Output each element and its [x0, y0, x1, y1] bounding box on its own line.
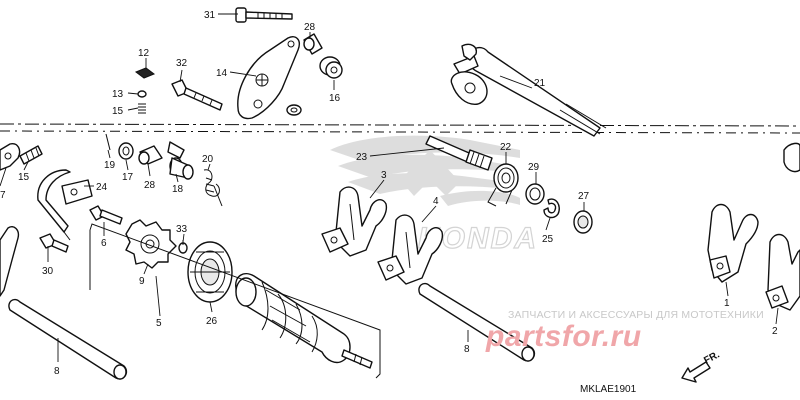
diagram-code: MKLAE1901: [580, 384, 637, 395]
part-27-oil-seal: [573, 210, 593, 234]
callout-8: 8: [464, 344, 470, 355]
callout-numbers: 31 28 12 32 14 16 13 15 21 19 17 28 18 2…: [0, 10, 778, 377]
part-17-washer: [118, 142, 134, 160]
callout-22: 22: [500, 142, 512, 153]
callout-30: 30: [42, 266, 54, 277]
part-7-shift-drum-cam: [0, 143, 21, 171]
part-16-bush: [319, 56, 343, 79]
callout-2: 2: [772, 326, 778, 337]
part-8-fork-shaft-right: [418, 282, 536, 362]
part-29-washer: [525, 183, 545, 205]
part-9-shift-drum-center: [125, 219, 177, 269]
part-15-spring-upper: [138, 103, 146, 114]
callout-20: 20: [202, 154, 214, 165]
callout-4: 4: [433, 196, 439, 207]
callout-9: 9: [139, 276, 145, 287]
callout-24: 24: [96, 182, 108, 193]
callout-15: 15: [112, 106, 124, 117]
direction-label: FR.: [702, 349, 722, 366]
front-direction-arrow: FR.: [681, 349, 722, 383]
partsfor-watermark: ЗАПЧАСТИ И АКСЕССУАРЫ ДЛЯ МОТОТЕХНИКИ pa…: [485, 309, 764, 353]
part-3-shift-fork: [321, 186, 388, 257]
callout-1: 1: [724, 298, 730, 309]
part-25-circlip: [543, 198, 560, 219]
callout-18: 18: [172, 184, 184, 195]
leader-lines: [0, 13, 779, 362]
part-31-bolt: [235, 7, 293, 23]
callout-7: 7: [0, 190, 6, 201]
part-1-shift-fork: [707, 203, 759, 283]
callout-14: 14: [216, 68, 228, 79]
part-18-drum-stopper-arm: [167, 141, 194, 180]
part-32-bolt: [171, 79, 223, 111]
part-15-spring-lower: [19, 145, 43, 165]
callout-28: 28: [304, 22, 316, 33]
part-right-edge-cam: [783, 142, 800, 173]
part-21-spindle-tip: [559, 103, 607, 135]
part-19-dowel: [105, 133, 111, 151]
callout-12: 12: [138, 48, 150, 59]
callout-32: 32: [176, 58, 188, 69]
part-21-gearshift-spindle: [450, 43, 601, 137]
part-8-fork-shaft-left: [8, 298, 128, 380]
watermark-logo: partsfor.ru: [485, 320, 642, 353]
part-5-assembly-bracket: [89, 223, 381, 379]
part-22-return-spring: [487, 163, 519, 207]
callout-25: 25: [542, 234, 554, 245]
part-28-collar-upper: [303, 33, 323, 55]
callout-3: 3: [381, 170, 387, 181]
callout-29: 29: [528, 162, 540, 173]
part-shift-drum: [235, 272, 373, 369]
part-26-bearing: [187, 241, 233, 303]
part-30-bolt: [39, 233, 69, 253]
callout-13: 13: [112, 89, 124, 100]
part-23-shift-shaft: [425, 135, 493, 171]
part-14-washer: [286, 104, 302, 116]
callout-17: 17: [122, 172, 134, 183]
callout-27: 27: [578, 191, 590, 202]
callout-26: 26: [206, 316, 218, 327]
part-33-pin: [178, 240, 188, 254]
callout-16: 16: [329, 93, 341, 104]
part-left-fork-fragment: [0, 226, 20, 297]
callout-15: 15: [18, 172, 30, 183]
watermark-tagline: ЗАПЧАСТИ И АКСЕССУАРЫ ДЛЯ МОТОТЕХНИКИ: [508, 309, 764, 321]
part-28-collar-lower: [138, 145, 163, 165]
callout-19: 19: [104, 160, 116, 171]
callout-28: 28: [144, 180, 156, 191]
callout-21: 21: [534, 78, 546, 89]
part-12-cap: [134, 67, 156, 79]
callout-33: 33: [176, 224, 188, 235]
part-13-ball: [137, 90, 147, 98]
part-24-guide-plate: [37, 169, 93, 241]
part-2-shift-fork: [765, 233, 800, 311]
part-4-shift-fork: [377, 214, 444, 285]
callout-31: 31: [204, 10, 216, 21]
part-20-stopper-spring: [203, 169, 223, 207]
part-6-bolt: [89, 205, 123, 225]
callout-23: 23: [356, 152, 368, 163]
callout-6: 6: [101, 238, 107, 249]
part-14-stopper-plate: [237, 36, 300, 120]
callout-8: 8: [54, 366, 60, 377]
callout-5: 5: [156, 318, 162, 329]
torn-edge-band: [0, 123, 800, 134]
